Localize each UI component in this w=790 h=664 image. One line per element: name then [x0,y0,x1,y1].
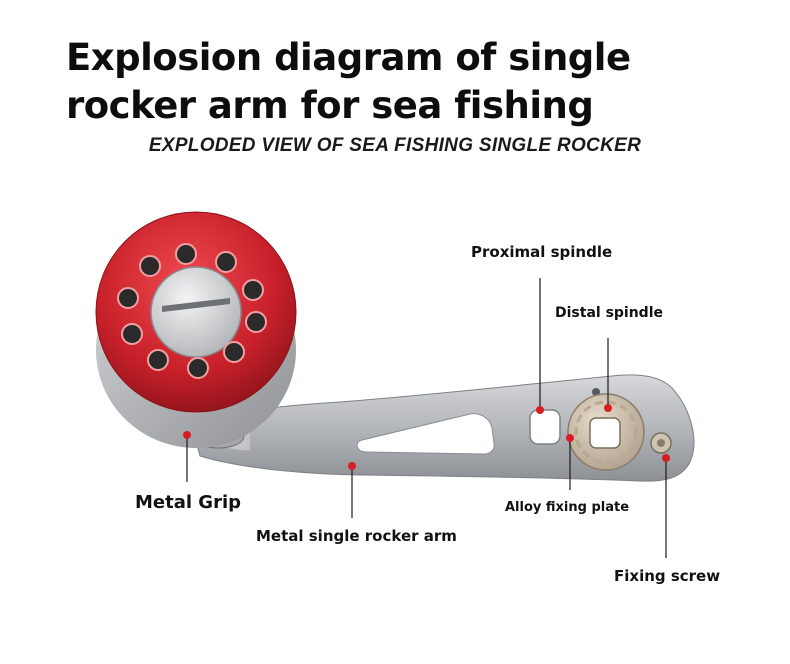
leader-lines [186,278,667,558]
metal-grip-knob [95,211,297,448]
fixing-screw [650,432,672,454]
marker-distal-spindle [604,404,612,412]
metal-rocker-arm [189,374,695,482]
label-fixing-screw: Fixing screw [614,567,721,585]
label-distal-spindle: Distal spindle [555,305,664,321]
marker-alloy-plate [566,434,574,442]
label-proximal-spindle: Proximal spindle [471,243,613,261]
label-metal-grip: Metal Grip [135,492,242,513]
alloy-fixing-plate [567,393,645,471]
label-alloy-plate: Alloy fixing plate [505,500,630,515]
marker-fixing-screw [662,454,670,462]
label-metal-arm: Metal single rocker arm [256,527,457,545]
marker-metal-grip [183,431,191,439]
marker-proximal-spindle [536,406,544,414]
page-subtitle: EXPLODED VIEW OF SEA FISHING SINGLE ROCK… [148,135,642,156]
page-title: Explosion diagram of single rocker arm f… [66,36,631,127]
marker-metal-arm [348,462,356,470]
